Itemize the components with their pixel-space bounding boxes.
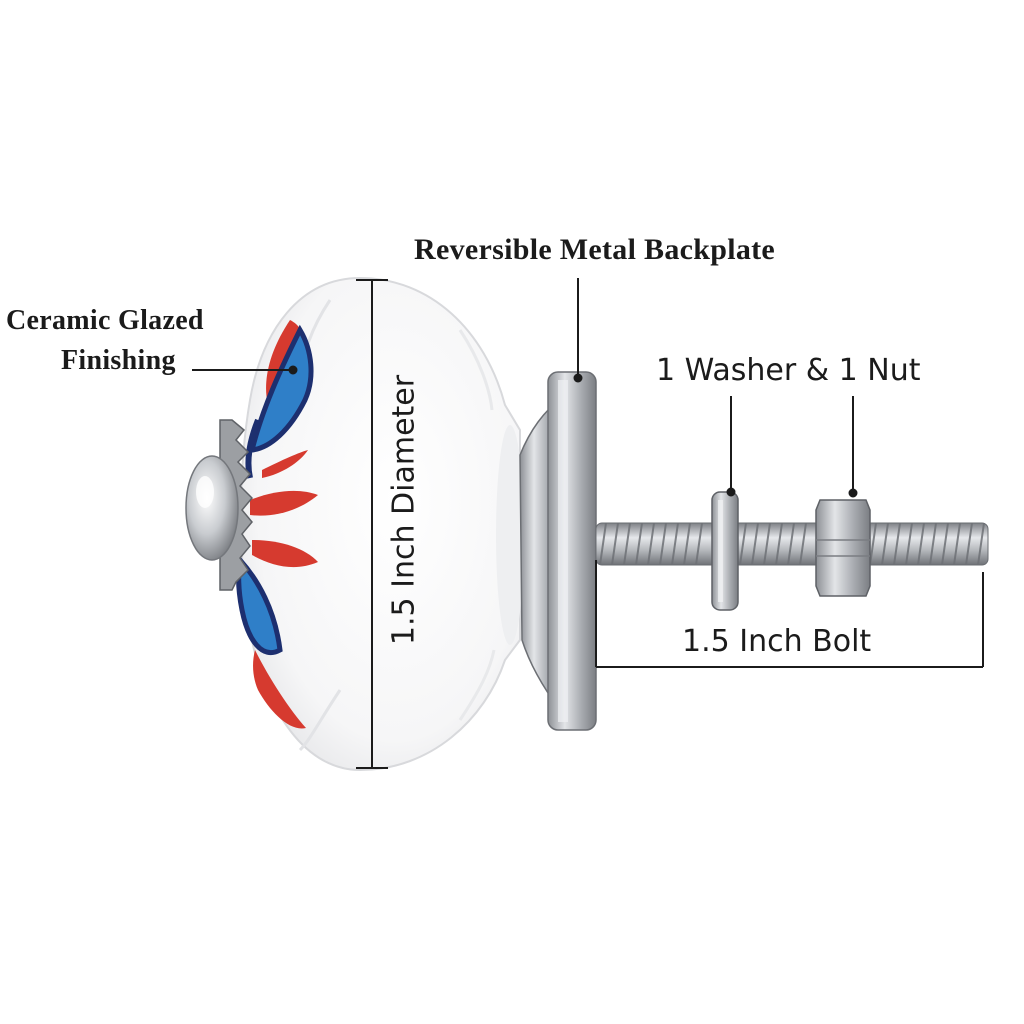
front-cap [185,419,254,591]
hex-nut [815,499,871,597]
ceramic-glazed-label: Ceramic Glazed [6,305,204,336]
floral-pattern [236,320,318,729]
washer-nut-label: 1 Washer & 1 Nut [656,353,921,388]
threaded-bolt [595,522,989,566]
washer [711,491,739,611]
ceramic-knob [240,276,524,772]
finishing-label: Finishing [61,345,176,376]
annotation-lines [192,278,984,769]
diameter-label: 1.5 Inch Diameter [386,374,422,646]
bolt-length-label: 1.5 Inch Bolt [682,624,872,659]
metal-backplate [519,371,597,731]
backplate-label: Reversible Metal Backplate [414,233,776,266]
